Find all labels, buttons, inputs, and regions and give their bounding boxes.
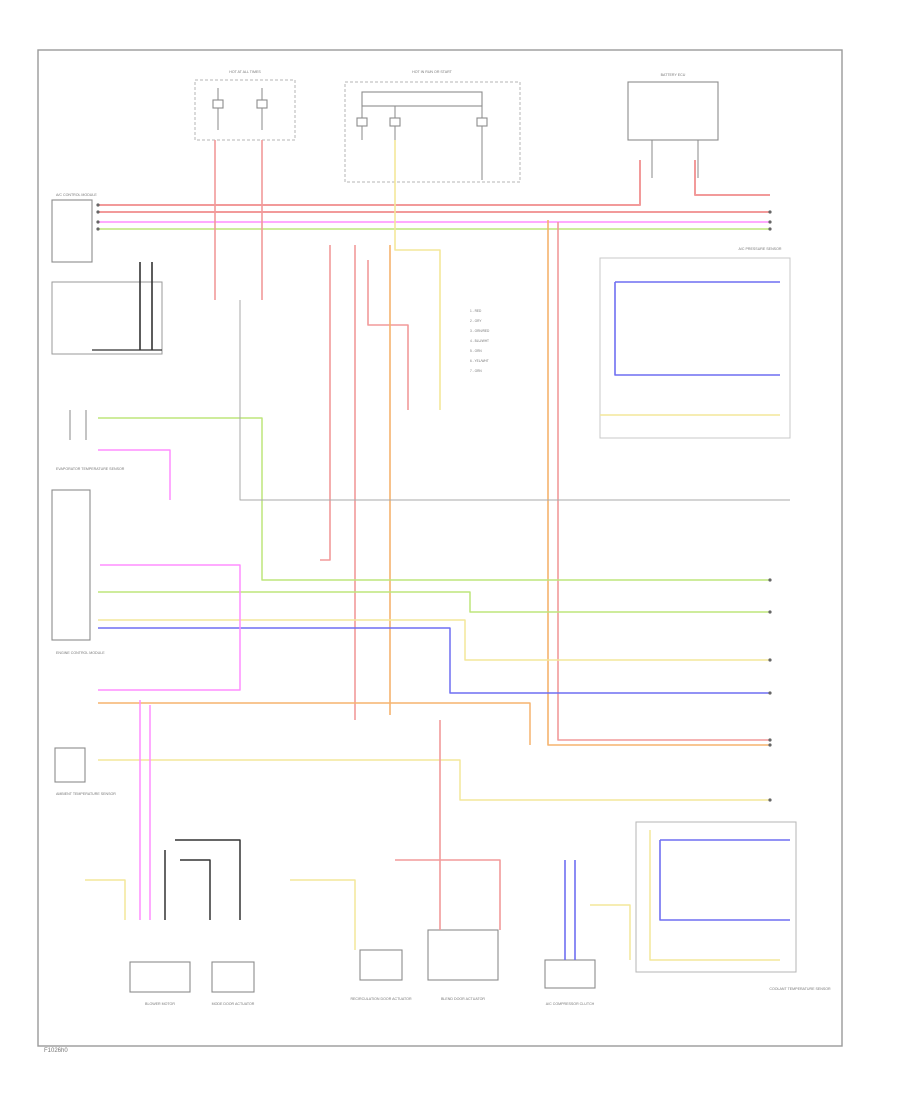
coolant-sensor-label: COOLANT TEMPERATURE SENSOR — [769, 987, 831, 991]
connector-dot — [768, 220, 772, 224]
engine-ecm-label: ENGINE CONTROL MODULE — [56, 651, 105, 655]
legend-item: 2 - GRY — [470, 319, 482, 323]
blue-wire — [98, 627, 770, 694]
legend-item: 5 - ORN — [470, 349, 482, 353]
a-c-control-module-label: A/C CONTROL MODULE — [56, 193, 97, 197]
pink-wire — [98, 449, 171, 500]
legend-item: 3 - ORN/RED — [470, 329, 490, 333]
legend-item: 4 - BLU/WHT — [470, 339, 489, 343]
a-c-control-module: A/C CONTROL MODULE — [51, 193, 163, 355]
legend-item: 6 - YEL/WHT — [470, 359, 489, 363]
blend-door-actuator-label: BLEND DOOR ACTUATOR — [441, 997, 485, 1001]
green-wire — [98, 591, 770, 613]
recirc-actuator-label: RECIRCULATION DOOR ACTUATOR — [350, 997, 412, 1001]
connector-dot — [768, 743, 772, 747]
coolant-sensor: COOLANT TEMPERATURE SENSOR — [635, 821, 831, 991]
evaporator-sensor-label: EVAPORATOR TEMPERATURE SENSOR — [56, 467, 125, 471]
battery-ecu-label: BATTERY ECU — [661, 73, 686, 77]
connector-dot — [96, 227, 100, 231]
blower-motor: BLOWER MOTOR — [129, 961, 191, 1006]
pressure-sensor-label: A/C PRESSURE SENSOR — [739, 247, 782, 251]
blue-wire — [614, 282, 780, 376]
hot-fuse-box: HOT AT ALL TIMES — [194, 70, 296, 141]
connector-dot — [96, 220, 100, 224]
red-wire — [98, 160, 641, 206]
compressor-clutch: A/C COMPRESSOR CLUTCH — [544, 959, 596, 1006]
red-wire — [395, 859, 501, 930]
connector-dot — [768, 658, 772, 662]
ambient-sensor-label: AMBIENT TEMPERATURE SENSOR — [56, 792, 116, 796]
pink-wire — [98, 564, 241, 691]
junction-box-label: HOT IN RUN OR START — [412, 70, 453, 74]
connector-dot — [96, 203, 100, 207]
black-wire — [180, 859, 211, 920]
yellow-wire — [649, 830, 780, 961]
orange-wire — [547, 220, 770, 746]
red-wire — [694, 160, 770, 196]
recirc-actuator: RECIRCULATION DOOR ACTUATOR — [350, 949, 412, 1001]
evaporator-sensor: EVAPORATOR TEMPERATURE SENSOR — [56, 410, 125, 471]
gray-wire — [239, 300, 790, 501]
mode-actuator-label: MODE DOOR ACTUATOR — [212, 1002, 255, 1006]
connector-dot — [768, 210, 772, 214]
pressure-sensor: A/C PRESSURE SENSOR — [599, 247, 791, 439]
connector-dot — [768, 738, 772, 742]
legend-item: 7 - GRN — [470, 369, 482, 373]
connector-dot — [768, 578, 772, 582]
connector-dot — [768, 227, 772, 231]
red-wire — [367, 260, 409, 410]
connector-dot — [768, 798, 772, 802]
junction-box: HOT IN RUN OR START — [344, 70, 521, 183]
yellow-wire — [590, 904, 631, 960]
red-wire — [557, 222, 770, 741]
yellow-wire — [98, 619, 770, 661]
footer-code: F1026h0 — [44, 1048, 68, 1054]
blend-door-actuator: BLEND DOOR ACTUATOR — [427, 929, 499, 1001]
legend-item: 1 - RED — [470, 309, 482, 313]
connector-dot — [768, 691, 772, 695]
connector-dot — [96, 210, 100, 214]
green-wire — [98, 417, 770, 581]
hot-fuse-box-label: HOT AT ALL TIMES — [229, 70, 261, 74]
yellow-wire — [98, 759, 770, 801]
battery-ecu: BATTERY ECU — [627, 73, 719, 178]
yellow-wire — [85, 879, 126, 920]
mode-actuator: MODE DOOR ACTUATOR — [211, 961, 255, 1006]
diagram-frame — [37, 49, 843, 1047]
yellow-wire — [290, 879, 356, 950]
wire-color-legend: 1 - RED 2 - GRY 3 - ORN/RED 4 - BLU/WHT … — [470, 309, 490, 373]
black-wire — [175, 839, 241, 920]
wire-group — [85, 140, 790, 961]
blue-wire — [659, 840, 790, 921]
connector-dot — [768, 610, 772, 614]
blower-motor-label: BLOWER MOTOR — [145, 1002, 175, 1006]
yellow-wire — [394, 140, 441, 410]
compressor-clutch-label: A/C COMPRESSOR CLUTCH — [546, 1002, 595, 1006]
red-wire — [320, 245, 331, 561]
engine-ecm: ENGINE CONTROL MODULE — [51, 489, 105, 655]
orange-wire — [98, 702, 531, 745]
ambient-sensor: AMBIENT TEMPERATURE SENSOR — [54, 747, 116, 796]
